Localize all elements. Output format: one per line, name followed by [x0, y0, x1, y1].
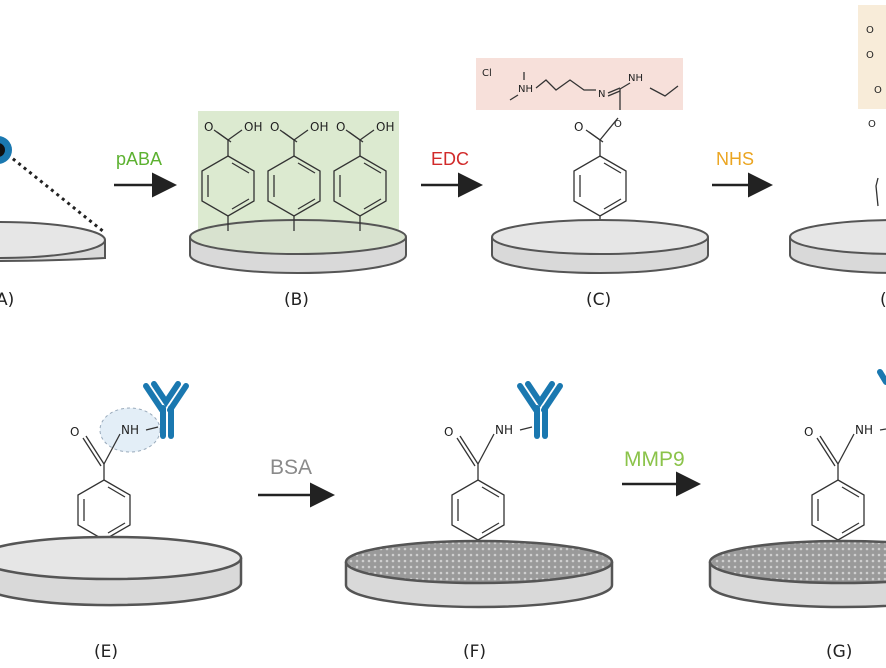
molecule-b1 — [201, 129, 255, 232]
f-o: O — [444, 425, 453, 439]
electrode-blob — [0, 136, 12, 164]
panel-e: O NH (E) — [0, 384, 243, 662]
reagent-EDC: EDC — [431, 149, 469, 169]
step-NHS: NHS — [712, 149, 773, 198]
d-o3: O — [874, 85, 882, 96]
dish-c — [491, 219, 709, 274]
antibody-g-fragment — [877, 369, 886, 385]
label-g: (G) — [826, 642, 852, 662]
c-n: N — [598, 89, 605, 100]
panel-a: A) — [0, 136, 106, 310]
zoom-line — [1, 148, 105, 234]
b3-oh: OH — [376, 120, 394, 134]
panel-d: O O O O ( — [789, 5, 886, 310]
electrode-center — [0, 143, 5, 157]
c-cl: Cl — [482, 68, 492, 79]
dish-g — [708, 539, 886, 609]
b1-o: O — [204, 120, 213, 134]
reagent-BSA: BSA — [270, 456, 312, 479]
d-o2: O — [866, 50, 874, 61]
b2-o: O — [270, 120, 279, 134]
step-EDC: EDC — [421, 149, 483, 198]
e-nh: NH — [121, 423, 139, 437]
g-o: O — [804, 425, 813, 439]
label-c: (C) — [586, 290, 611, 310]
green-box — [198, 111, 399, 239]
b3-o: O — [336, 120, 345, 134]
d-o1: O — [866, 25, 874, 36]
c-nh-charged: NH — [518, 84, 533, 95]
e-o: O — [70, 425, 79, 439]
label-b: (B) — [284, 290, 309, 310]
panel-b: O OH O OH O OH (B) — [189, 111, 407, 310]
molecule-b2 — [267, 129, 321, 232]
pink-box — [476, 58, 683, 110]
step-MMP9: MMP9 — [622, 448, 701, 497]
step-BSA: BSA — [258, 456, 335, 508]
panel-f: O NH (F) — [344, 384, 614, 662]
label-a: A) — [0, 290, 14, 310]
dish-e — [0, 535, 243, 607]
g-nh: NH — [855, 423, 873, 437]
reagent-NHS: NHS — [716, 149, 754, 169]
b1-oh: OH — [244, 120, 262, 134]
beige-box — [858, 5, 886, 109]
f-nh: NH — [495, 423, 513, 437]
label-e: (E) — [94, 642, 118, 662]
dish-f — [344, 539, 614, 609]
step-pABA: pABA — [114, 149, 177, 198]
label-f: (F) — [463, 642, 486, 662]
dish-b — [189, 219, 407, 274]
b2-oh: OH — [310, 120, 328, 134]
reagent-MMP9: MMP9 — [624, 448, 685, 471]
label-d: ( — [880, 290, 886, 310]
molecule-c — [573, 129, 627, 232]
molecule-b3 — [333, 129, 387, 232]
reagent-pABA: pABA — [116, 149, 162, 169]
panel-c: Cl NH N NH O O (C) — [476, 58, 709, 310]
c-o-link: O — [614, 119, 622, 130]
panel-g: O NH (G) — [708, 369, 886, 662]
c-o: O — [574, 120, 583, 134]
c-nh: NH — [628, 73, 643, 84]
d-o4: O — [868, 119, 876, 130]
dish-d — [789, 219, 886, 274]
dish-a — [0, 221, 106, 262]
